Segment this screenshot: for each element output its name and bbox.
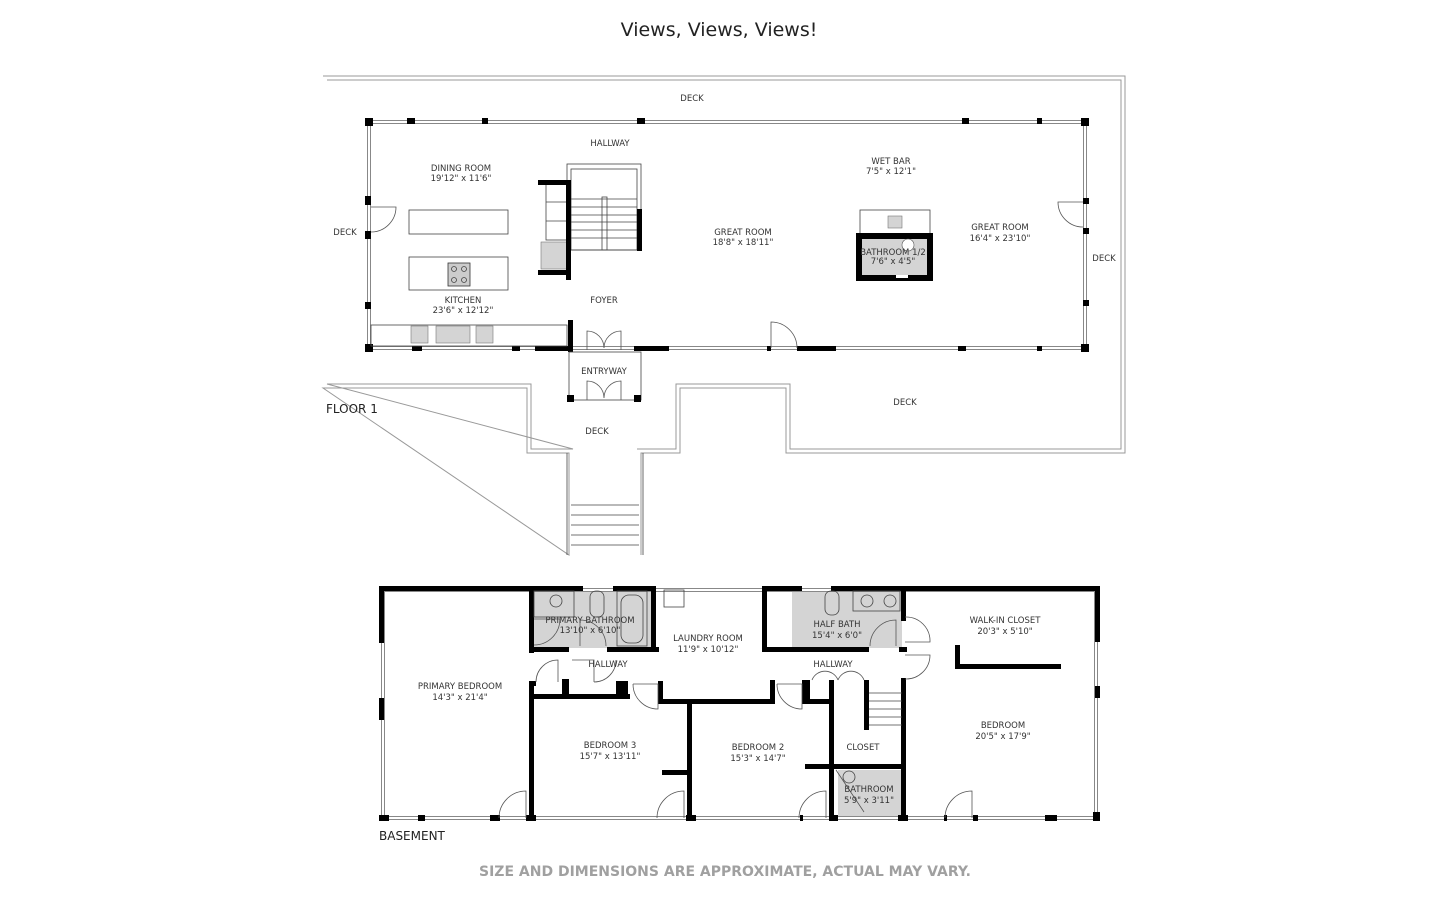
sink-icon bbox=[883, 594, 897, 608]
bedroom-2-hall-door[interactable] bbox=[776, 683, 803, 710]
basement-walls bbox=[379, 586, 1100, 821]
toilet-icon bbox=[589, 590, 605, 618]
room-dims: 7'5" x 12'1" bbox=[866, 167, 916, 177]
room-dims: 15'7" x 13'11" bbox=[580, 752, 641, 762]
room-label: HALLWAY bbox=[588, 660, 628, 670]
room-dims: 13'10" x 6'10" bbox=[560, 626, 621, 636]
basement-label: BASEMENT bbox=[379, 829, 446, 843]
wet-bar-sink-icon bbox=[887, 215, 903, 229]
room-label: ENTRYWAY bbox=[581, 367, 628, 377]
room-label: BEDROOM 3 bbox=[584, 741, 636, 751]
kitchen-island-cooktop bbox=[408, 256, 509, 291]
disclaimer: SIZE AND DIMENSIONS ARE APPROXIMATE, ACT… bbox=[479, 864, 971, 880]
toilet-icon bbox=[824, 590, 840, 616]
room-dims: 19'12" x 11'6" bbox=[431, 174, 492, 184]
entryway-walls bbox=[568, 351, 642, 401]
floor-1-plan: DECK HALLWAY DINING ROOM 19'12" x 11'6" … bbox=[321, 75, 1126, 556]
room-label: DINING ROOM bbox=[431, 164, 491, 174]
exterior-stairs bbox=[566, 453, 644, 555]
basement-plan: PRIMARY BATHROOM 13'10" x 6'10" LAUNDRY … bbox=[379, 586, 1100, 843]
laundry-sink-icon bbox=[663, 589, 685, 608]
room-label: LAUNDRY ROOM bbox=[673, 634, 743, 644]
room-dims: 16'4" x 23'10" bbox=[970, 234, 1031, 244]
entryway-double-door[interactable] bbox=[586, 380, 622, 400]
floor-1-label: FLOOR 1 bbox=[326, 402, 378, 416]
sink-icon bbox=[842, 770, 856, 784]
primary-bedroom-door[interactable] bbox=[498, 790, 527, 819]
half-bath-door[interactable] bbox=[869, 619, 897, 647]
room-label: WET BAR bbox=[871, 157, 910, 167]
room-label: HALF BATH bbox=[813, 620, 860, 630]
dishwasher-icon bbox=[410, 325, 429, 344]
room-dims: 20'3" x 5'10" bbox=[977, 627, 1032, 637]
appliance-icon bbox=[475, 325, 494, 344]
bedroom-3-door[interactable] bbox=[656, 790, 685, 819]
bedroom-hall-door[interactable] bbox=[904, 654, 931, 680]
closet-double-door[interactable] bbox=[811, 670, 865, 681]
toilet-icon bbox=[901, 238, 915, 252]
floor-1-labels: DECK HALLWAY DINING ROOM 19'12" x 11'6" … bbox=[333, 94, 1116, 437]
kitchen-counter bbox=[370, 324, 568, 347]
room-label: HALLWAY bbox=[590, 139, 630, 149]
plan-title: Views, Views, Views! bbox=[621, 19, 818, 41]
hall-closet-door[interactable] bbox=[572, 659, 617, 683]
interior-staircase bbox=[538, 163, 642, 280]
basement-labels: PRIMARY BATHROOM 13'10" x 6'10" LAUNDRY … bbox=[418, 616, 1041, 806]
room-label: BATHROOM 1/2 bbox=[860, 248, 926, 258]
room-label: CLOSET bbox=[846, 743, 880, 753]
bathroom-floor bbox=[838, 770, 902, 818]
kitchen-island bbox=[408, 209, 509, 235]
room-dims: 20'5" x 17'9" bbox=[975, 732, 1030, 742]
room-label: HALLWAY bbox=[813, 660, 853, 670]
room-dims: 15'4" x 6'0" bbox=[812, 631, 862, 641]
room-label: DECK bbox=[893, 398, 917, 408]
bathroom-door[interactable] bbox=[835, 769, 865, 813]
room-label: GREAT ROOM bbox=[971, 223, 1029, 233]
room-label: BEDROOM 2 bbox=[732, 743, 784, 753]
room-label: BEDROOM bbox=[981, 721, 1025, 731]
room-label: DECK bbox=[680, 94, 704, 104]
room-label: PRIMARY BEDROOM bbox=[418, 682, 502, 692]
south-deck-door[interactable] bbox=[770, 321, 798, 349]
deck-outline-inner bbox=[326, 79, 1122, 450]
cooktop-icon bbox=[447, 262, 471, 287]
room-dims: 14'3" x 21'4" bbox=[432, 693, 487, 703]
room-label: DECK bbox=[1092, 254, 1116, 264]
walk-in-closet-door[interactable] bbox=[904, 616, 931, 643]
bedroom-2-door[interactable] bbox=[798, 790, 827, 819]
room-dims: 11'9" x 10'12" bbox=[678, 645, 739, 655]
sink-icon bbox=[860, 594, 874, 608]
primary-bath-hall-door[interactable] bbox=[579, 619, 607, 647]
east-deck-door[interactable] bbox=[1057, 201, 1084, 228]
bedroom-door[interactable] bbox=[944, 790, 973, 819]
deck-outline bbox=[321, 75, 1126, 556]
west-deck-door[interactable] bbox=[370, 206, 397, 233]
basement-staircase bbox=[864, 680, 902, 730]
room-dims: 18'8" x 18'11" bbox=[713, 238, 774, 248]
room-label: BATHROOM bbox=[844, 785, 893, 795]
bedroom-3-hall-door[interactable] bbox=[632, 683, 659, 710]
room-label: DECK bbox=[585, 427, 609, 437]
room-label: PRIMARY BATHROOM bbox=[545, 616, 634, 626]
room-label: GREAT ROOM bbox=[714, 228, 772, 238]
basement-fixtures bbox=[533, 589, 902, 784]
room-dims: 5'9" x 3'11" bbox=[844, 796, 894, 806]
primary-bath-door[interactable] bbox=[533, 618, 561, 646]
room-label: FOYER bbox=[590, 296, 618, 306]
half-bath-floor bbox=[792, 590, 902, 648]
room-label: DECK bbox=[333, 228, 357, 238]
room-label: WALK-IN CLOSET bbox=[970, 616, 1042, 626]
bathtub-icon bbox=[616, 590, 648, 647]
room-dims: 7'6" x 4'5" bbox=[871, 257, 916, 267]
entry-double-door[interactable] bbox=[586, 330, 622, 350]
wall-posts bbox=[365, 118, 1089, 352]
room-dims: 15'3" x 14'7" bbox=[730, 754, 785, 764]
room-label: KITCHEN bbox=[445, 296, 482, 306]
sink-icon bbox=[549, 594, 563, 608]
sink-icon bbox=[435, 325, 471, 344]
primary-bedroom-hall-door[interactable] bbox=[535, 659, 559, 683]
basement-doors bbox=[498, 616, 973, 819]
room-dims: 23'6" x 12'12" bbox=[433, 306, 494, 316]
